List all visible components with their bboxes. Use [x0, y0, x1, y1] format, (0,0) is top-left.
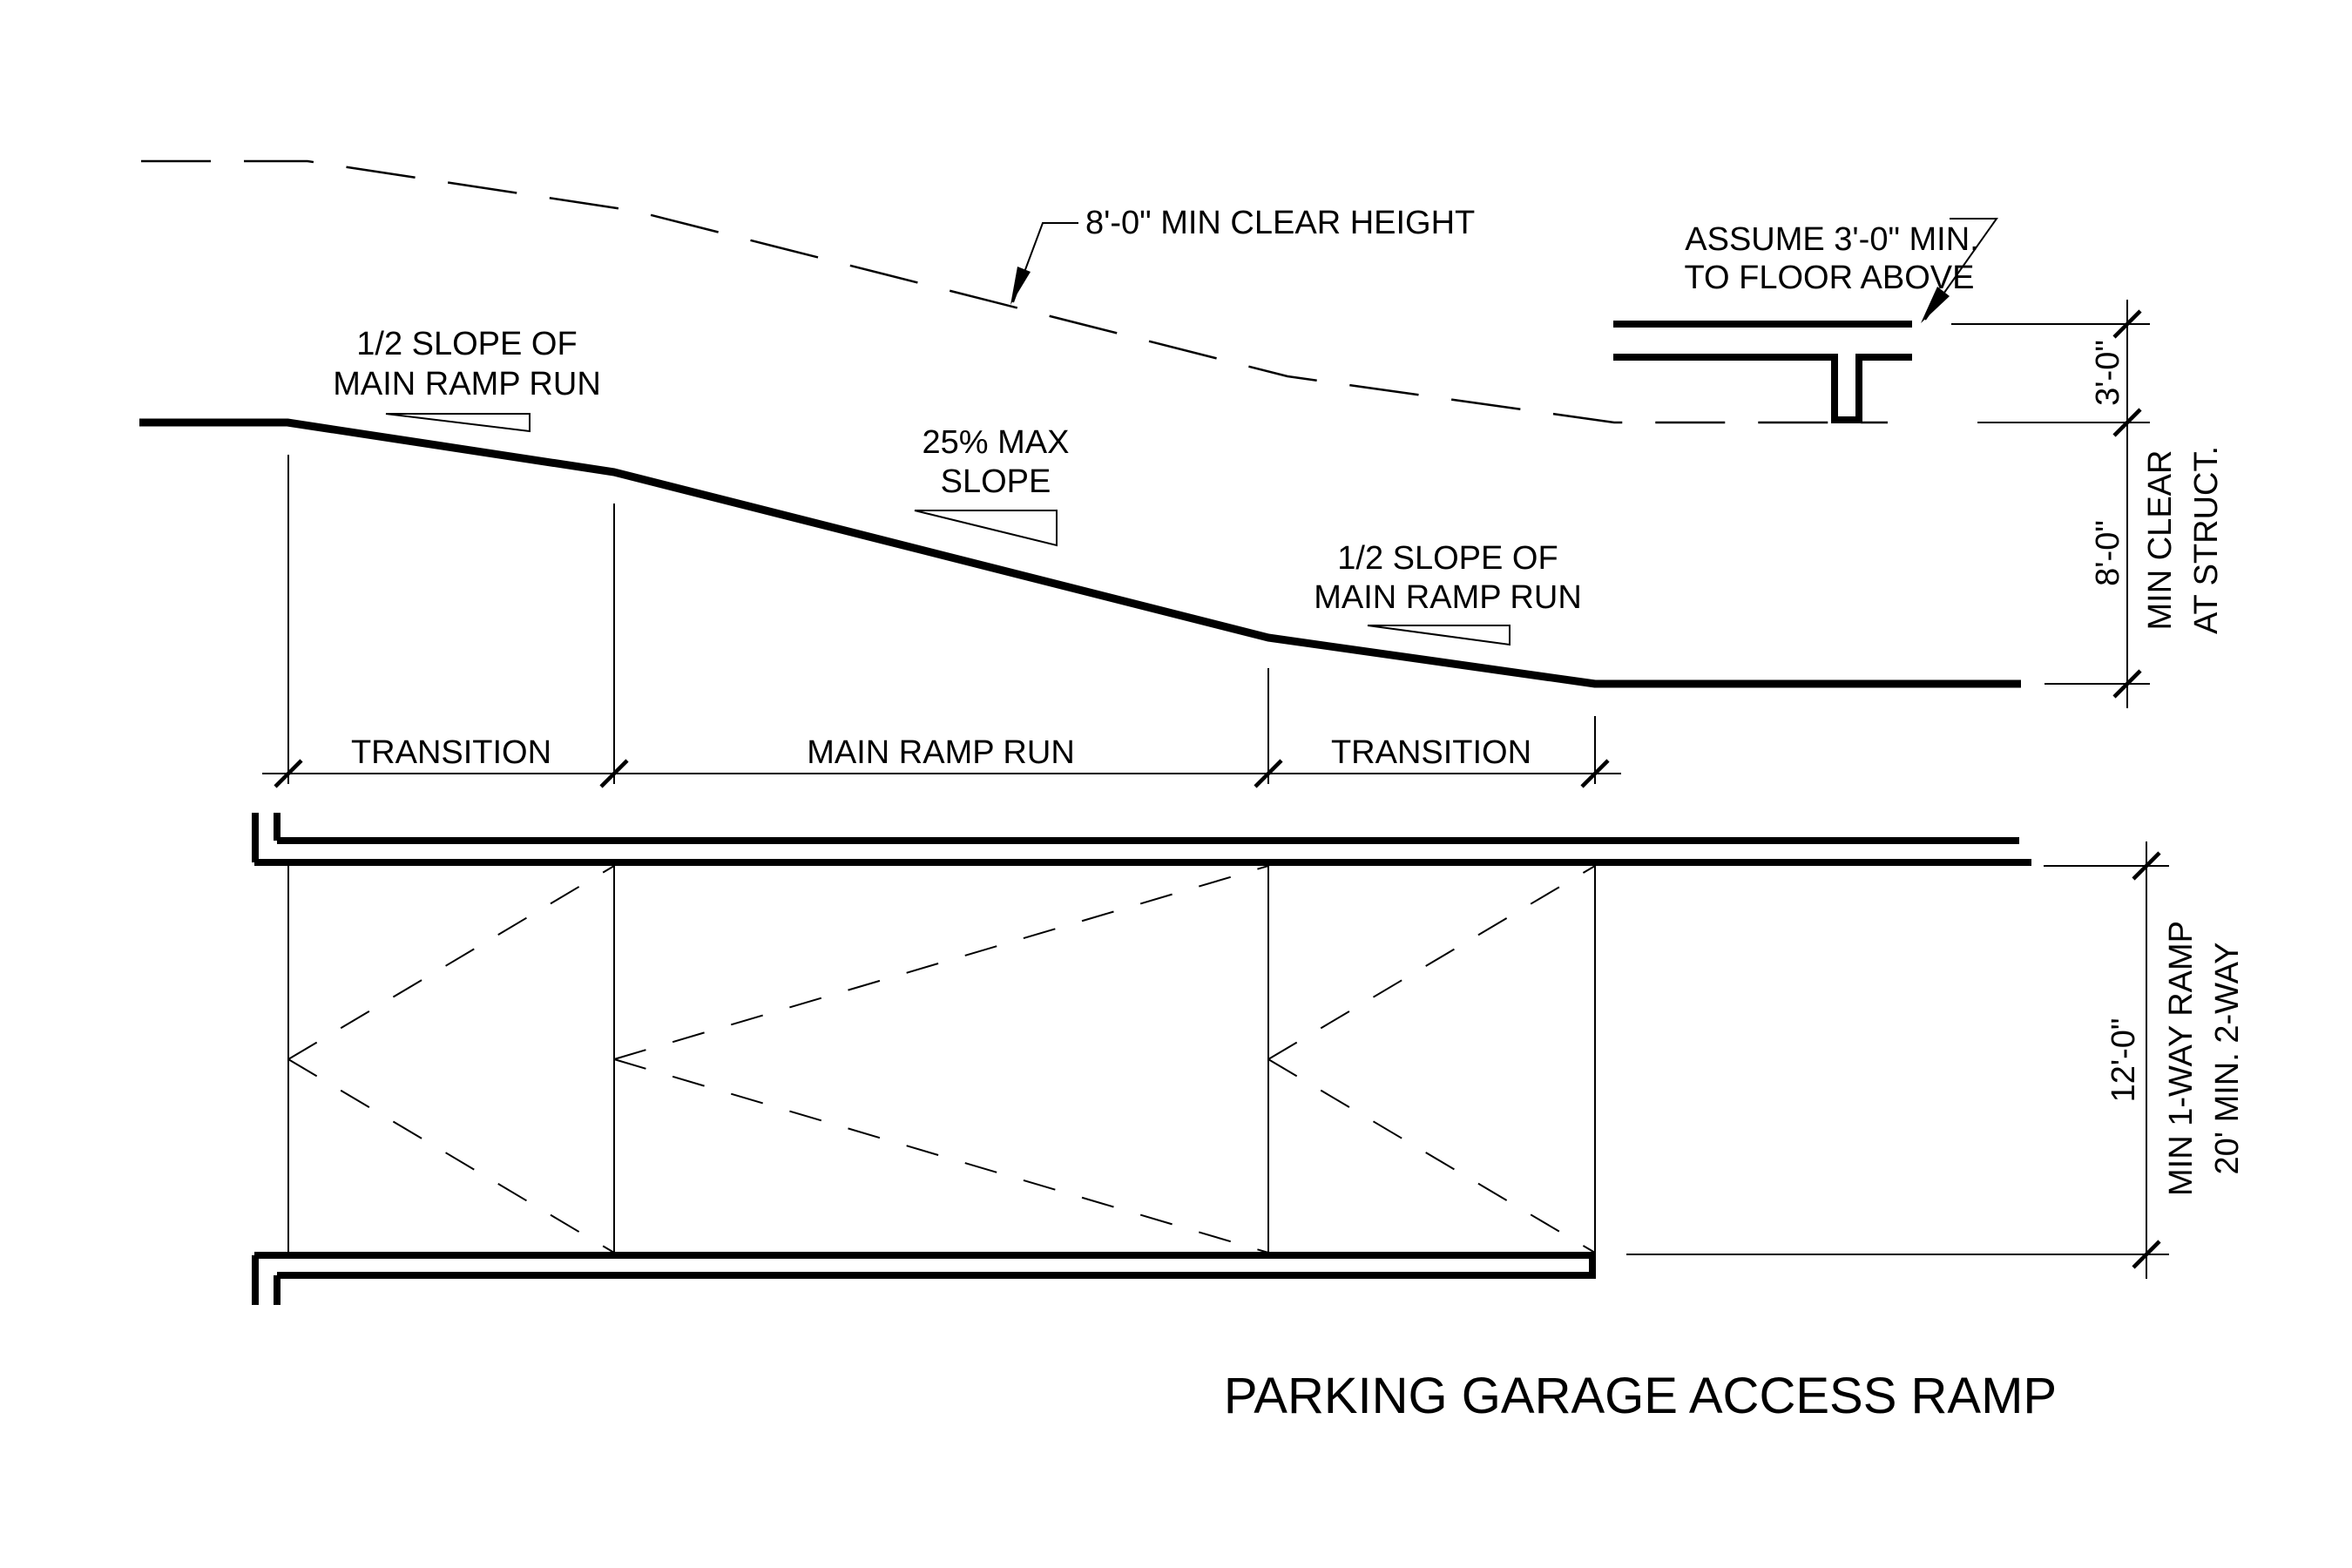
direction-chevrons [287, 865, 1596, 1254]
tick-mark [2112, 408, 2142, 437]
tick-mark [2132, 851, 2161, 881]
ramp-surface-line [139, 418, 2021, 688]
section-view: 8'-0" MIN CLEAR HEIGHT ASSUME 3'-0" MIN.… [139, 159, 2225, 788]
slope-triangle-icon [385, 413, 531, 433]
zone-dimension-string: TRANSITION MAIN RAMP RUN TRANSITION [262, 455, 1621, 788]
dim-width-note-line2: 20' MIN. 2-WAY [2209, 943, 2246, 1175]
zone-label-transition-left: TRANSITION [351, 734, 551, 771]
max-slope-text-line1: 25% MAX [923, 424, 1070, 461]
chevron-arrow-icon [613, 1058, 1269, 1254]
max-slope-label: 25% MAX SLOPE [914, 424, 1070, 547]
zone-label-transition-right: TRANSITION [1331, 734, 1531, 771]
tick-mark [1580, 759, 1610, 788]
width-dimension-string: 12'-0" MIN 1-WAY RAMP 20' MIN. 2-WAY [1626, 841, 2246, 1279]
dim-clear-note-line2: AT STRUCT. [2188, 446, 2225, 634]
leader-arrowhead-icon [1921, 287, 1950, 323]
floor-above-callout: ASSUME 3'-0" MIN. TO FLOOR ABOVE [1685, 218, 1998, 323]
zone-boundaries [287, 866, 1596, 1253]
tick-mark [2112, 309, 2142, 339]
floor-above-note-line2: TO FLOOR ABOVE [1685, 260, 1975, 296]
slope-triangle-icon [914, 510, 1058, 547]
plan-view: 12'-0" MIN 1-WAY RAMP 20' MIN. 2-WAY [252, 813, 2246, 1305]
dim-ramp-width: 12'-0" [2105, 1018, 2142, 1103]
leader-arrowhead-icon [1010, 267, 1031, 305]
dim-width-note-line1: MIN 1-WAY RAMP [2163, 921, 2200, 1196]
chevron-arrow-icon [1267, 1058, 1596, 1254]
left-slope-label: 1/2 SLOPE OF MAIN RAMP RUN [333, 326, 601, 433]
top-wall [252, 813, 2031, 866]
ceiling-clearance-dashed-line [141, 159, 1888, 424]
clear-height-callout: 8'-0" MIN CLEAR HEIGHT [1010, 205, 1475, 305]
right-slope-text-line2: MAIN RAMP RUN [1314, 579, 1582, 616]
drawing-title: PARKING GARAGE ACCESS RAMP [1224, 1368, 2057, 1424]
chevron-arrow-icon [287, 865, 615, 1060]
leader-line [1924, 218, 1998, 321]
chevron-arrow-icon [613, 865, 1269, 1060]
floor-above-note-line1: ASSUME 3'-0" MIN. [1685, 221, 1978, 258]
left-slope-text-line2: MAIN RAMP RUN [333, 366, 601, 402]
right-slope-text-line1: 1/2 SLOPE OF [1337, 540, 1558, 577]
floor-structure-above [1613, 321, 1912, 423]
leader-line [1012, 222, 1078, 303]
zone-label-main-ramp-run: MAIN RAMP RUN [807, 734, 1075, 771]
tick-mark [2132, 1240, 2161, 1269]
t-beam-soffit-and-web [1613, 354, 1912, 423]
height-dimension-string: 3'-0" 8'-0" MIN CLEAR AT STRUCT. [1951, 300, 2225, 708]
right-slope-label: 1/2 SLOPE OF MAIN RAMP RUN [1314, 540, 1582, 646]
slope-triangle-icon [1367, 625, 1511, 646]
clear-height-callout-text: 8'-0" MIN CLEAR HEIGHT [1085, 205, 1475, 241]
tick-mark [599, 759, 629, 788]
dim-clear-height: 8'-0" [2090, 520, 2126, 586]
chevron-arrow-icon [1267, 865, 1596, 1060]
tick-mark [1254, 759, 1283, 788]
chevron-arrow-icon [287, 1058, 615, 1254]
tick-mark [274, 759, 303, 788]
bottom-wall [252, 1252, 1596, 1305]
max-slope-text-line2: SLOPE [941, 463, 1051, 500]
dim-clear-note-line1: MIN CLEAR [2142, 450, 2179, 631]
left-slope-text-line1: 1/2 SLOPE OF [356, 326, 577, 362]
dim-floor-above: 3'-0" [2090, 340, 2126, 406]
tick-mark [2112, 669, 2142, 699]
